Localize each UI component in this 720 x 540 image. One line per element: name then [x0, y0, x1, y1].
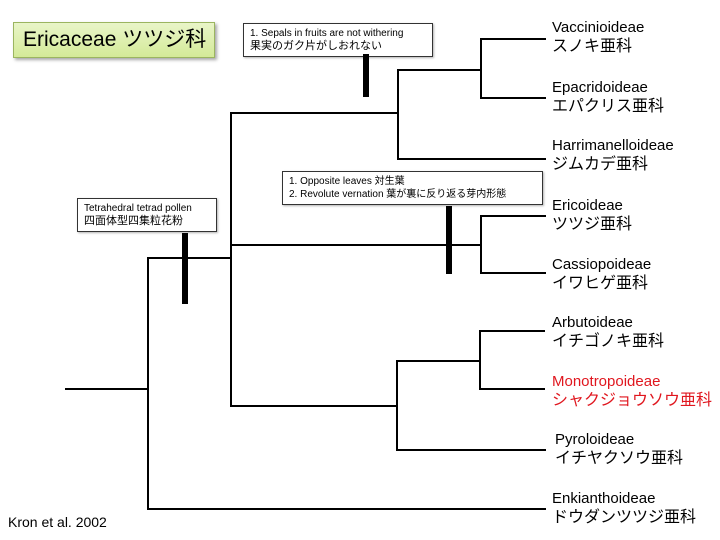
branch-arbutoideae	[479, 330, 545, 332]
taxon-vaccinioideae: Vaccinioideae スノキ亜科	[552, 18, 644, 56]
page-title: Ericaceae ツツジ科	[13, 22, 215, 58]
taxon-latin: Vaccinioideae	[552, 19, 645, 36]
branch-epacridoideae	[480, 97, 546, 99]
taxon-arbutoideae: Arbutoideae イチゴノキ亜科	[552, 313, 664, 351]
note-sepals-en: 1. Sepals in fruits are not withering	[250, 28, 404, 39]
note-sepals-jp: 果実のガク片がしおれない	[250, 40, 382, 52]
taxon-latin: Epacridoideae	[552, 79, 648, 96]
branch-arbutoid-clade	[230, 405, 397, 407]
taxon-enkianthoideae: Enkianthoideae ドウダンツツジ亜科	[552, 489, 696, 527]
note-pollen: Tetrahedral tetrad pollen 四面体型四集粒花粉	[77, 198, 217, 232]
synapomorphy-bar-sepals	[363, 54, 369, 97]
note-leaves-1: 1. Opposite leaves 対生葉	[289, 176, 405, 187]
branch-core	[147, 257, 231, 259]
branch-vacc-epac	[397, 69, 481, 71]
taxon-latin: Enkianthoideae	[552, 490, 656, 507]
note-leaves-2: 2. Revolute vernation 葉が裏に反り返る芽内形態	[289, 189, 507, 200]
note-pollen-jp: 四面体型四集粒花粉	[84, 215, 183, 227]
taxon-monotropoideae: Monotropoideae シャクジョウソウ亜科	[552, 372, 712, 410]
taxon-japanese: イチヤクソウ亜科	[555, 450, 684, 467]
taxon-latin: Cassiopoideae	[552, 256, 652, 273]
note-pollen-en: Tetrahedral tetrad pollen	[84, 203, 192, 214]
taxon-latin: Arbutoideae	[552, 314, 633, 331]
branch-pyroloideae	[396, 449, 546, 451]
taxon-latin: Ericoideae	[552, 197, 623, 214]
branch-ericoideae	[480, 215, 546, 217]
taxon-japanese: ドウダンツツジ亜科	[552, 509, 697, 526]
synapomorphy-bar-leaves	[446, 206, 452, 274]
taxon-cassiopoideae: Cassiopoideae イワヒゲ亜科	[552, 255, 651, 293]
taxon-japanese: スノキ亜科	[552, 38, 633, 55]
taxon-japanese: シャクジョウソウ亜科	[552, 392, 713, 409]
taxon-harrimanelloideae: Harrimanelloideae ジムカデ亜科	[552, 136, 674, 174]
citation: Kron et al. 2002	[8, 514, 107, 530]
taxon-latin: Monotropoideae	[552, 373, 661, 390]
node-ericoid-clade	[480, 215, 482, 274]
branch-arbu-mono	[396, 360, 480, 362]
node-arbu-mono	[479, 330, 481, 390]
branch-vaccinioideae	[480, 38, 546, 40]
branch-harrimanelloideae	[397, 158, 546, 160]
branch-vaccinioid-clade	[230, 112, 398, 114]
taxon-latin: Harrimanelloideae	[552, 137, 674, 154]
taxon-japanese: イワヒゲ亜科	[552, 275, 649, 292]
node-root	[147, 257, 149, 510]
branch-monotropoideae	[479, 388, 545, 390]
taxon-pyroloideae: Pyroloideae イチヤクソウ亜科	[555, 430, 683, 468]
node-core	[230, 112, 232, 407]
branch-cassiopoideae	[480, 272, 546, 274]
taxon-latin: Pyroloideae	[555, 431, 635, 448]
taxon-japanese: ツツジ亜科	[552, 216, 633, 233]
branch-ericoid-clade	[230, 244, 481, 246]
taxon-japanese: イチゴノキ亜科	[552, 333, 665, 350]
synapomorphy-bar-pollen	[182, 233, 188, 304]
note-sepals: 1. Sepals in fruits are not withering 果実…	[243, 23, 433, 57]
branch-enkianthoideae	[147, 508, 546, 510]
taxon-japanese: ジムカデ亜科	[552, 156, 649, 173]
taxon-epacridoideae: Epacridoideae エパクリス亜科	[552, 78, 664, 116]
taxon-japanese: エパクリス亜科	[552, 98, 665, 115]
taxon-ericoideae: Ericoideae ツツジ亜科	[552, 196, 632, 234]
note-leaves: 1. Opposite leaves 対生葉 2. Revolute verna…	[282, 171, 543, 205]
node-vacc-epac	[480, 38, 482, 99]
node-vaccinioid-clade	[397, 69, 399, 160]
node-arbutoid-clade	[396, 360, 398, 451]
root-branch	[65, 388, 148, 390]
